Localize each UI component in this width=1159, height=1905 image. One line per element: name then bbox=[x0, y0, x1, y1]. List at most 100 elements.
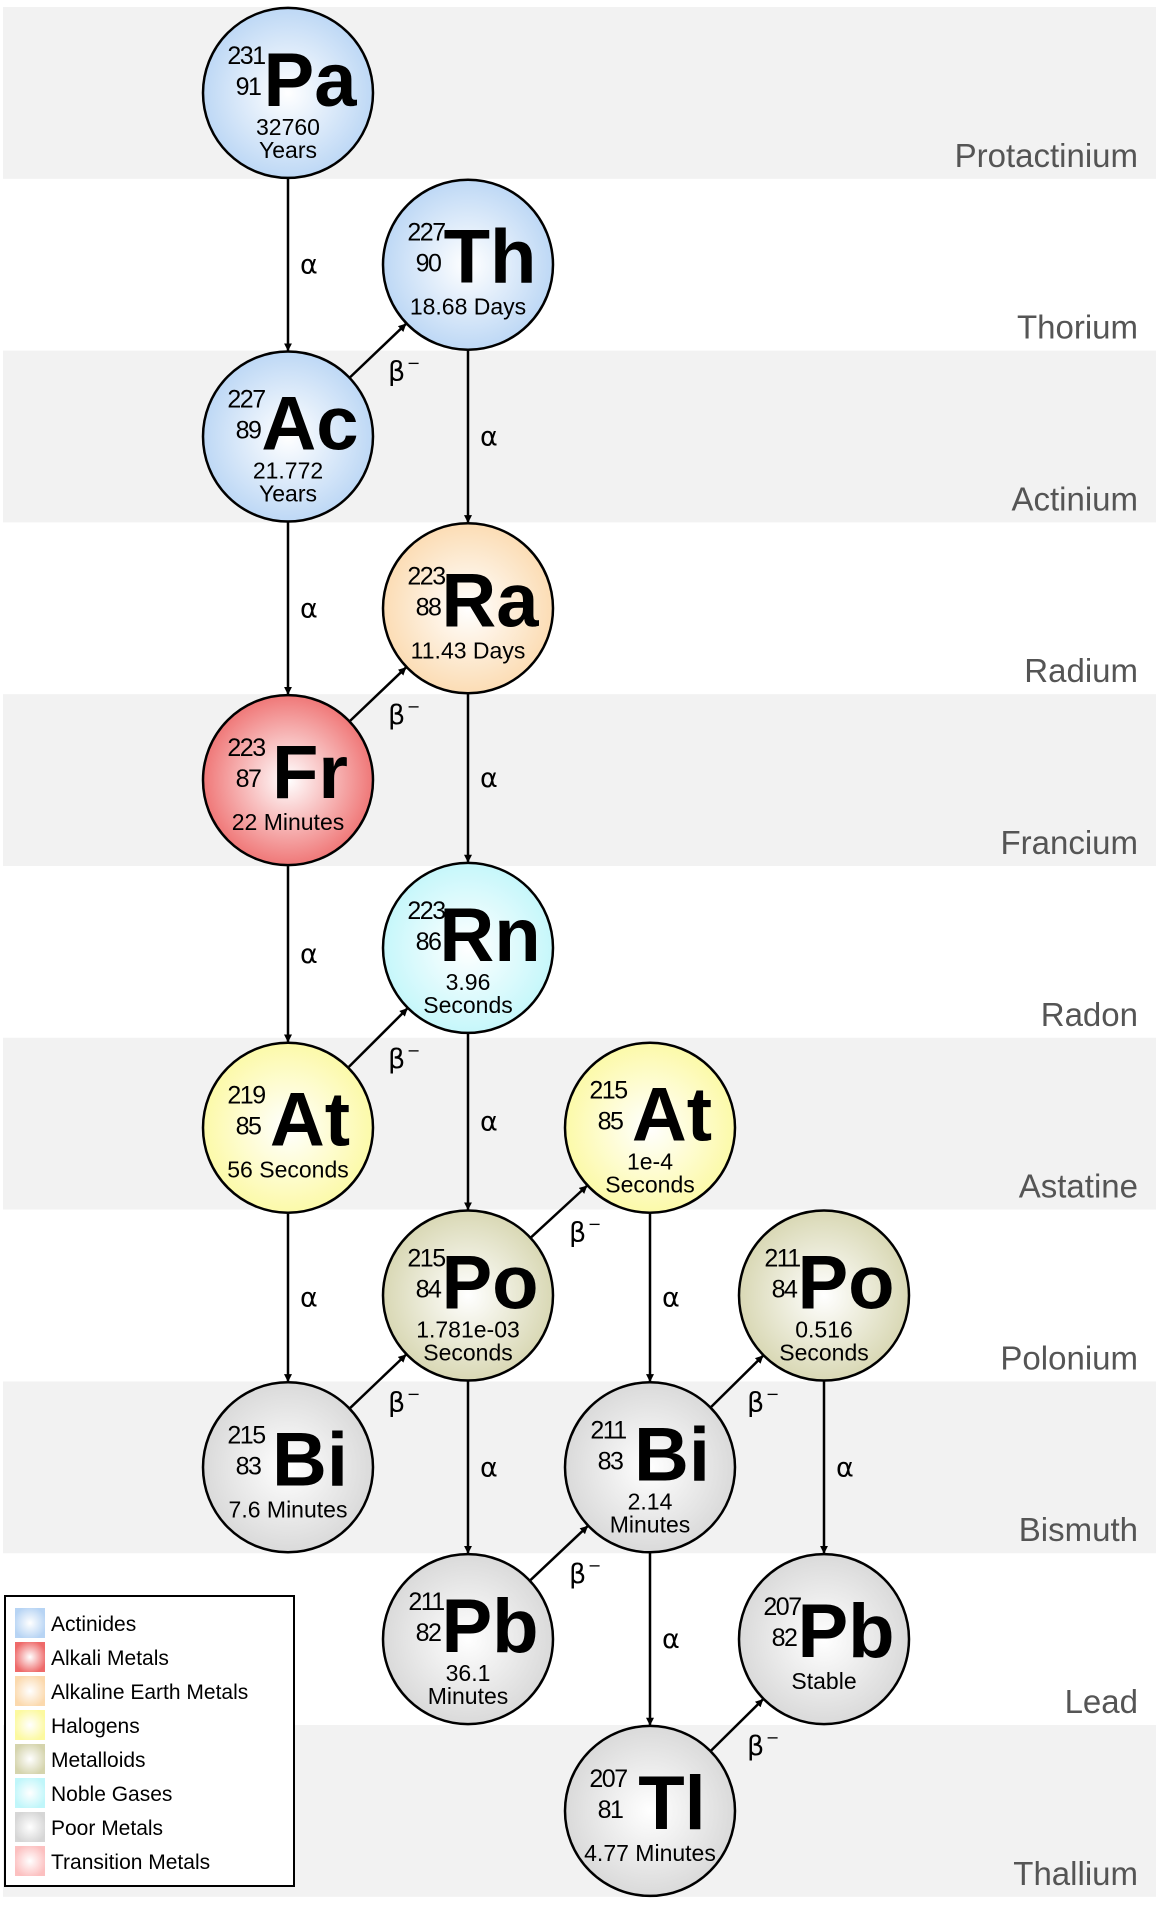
half-life: 1e-4 bbox=[627, 1149, 673, 1175]
nuclide-circle bbox=[381, 178, 555, 351]
alpha-label: α bbox=[662, 1283, 680, 1314]
element-symbol: At bbox=[270, 1078, 350, 1163]
element-symbol: Th bbox=[444, 215, 537, 300]
beta-sign: − bbox=[588, 1556, 601, 1575]
beta-label: β bbox=[388, 1387, 405, 1418]
band-label: Polonium bbox=[1000, 1339, 1138, 1376]
alpha-label: α bbox=[480, 1107, 498, 1138]
legend-item-noble: Noble Gases bbox=[15, 1778, 172, 1808]
atomic-number: 85 bbox=[236, 1113, 261, 1141]
half-life: Stable bbox=[791, 1668, 856, 1694]
band-label: Actinium bbox=[1011, 480, 1138, 517]
nuclide-circle bbox=[201, 1381, 375, 1554]
band-protactinium: Protactinium bbox=[3, 7, 1156, 179]
decay-alpha-at219-to-bi215: α bbox=[284, 1213, 318, 1383]
legend-label: Transition Metals bbox=[51, 1851, 210, 1874]
element-symbol: Po bbox=[797, 1241, 894, 1326]
decay-arrow bbox=[529, 1525, 589, 1581]
decay-alpha-bi211-to-tl207: α bbox=[646, 1553, 680, 1726]
legend-item-alkali: Alkali Metals bbox=[15, 1642, 169, 1672]
beta-sign: − bbox=[766, 1384, 779, 1403]
element-symbol: Ra bbox=[441, 558, 539, 643]
legend-label: Alkaline Earth Metals bbox=[51, 1681, 248, 1704]
beta-sign: − bbox=[588, 1215, 601, 1234]
half-life: Seconds bbox=[423, 1340, 513, 1366]
atomic-number: 83 bbox=[236, 1452, 261, 1480]
band-label: Francium bbox=[1000, 824, 1138, 861]
decay-alpha-po215-to-pb211: α bbox=[464, 1381, 498, 1554]
mass-number: 227 bbox=[227, 386, 265, 414]
beta-sign: − bbox=[766, 1728, 779, 1747]
beta-sign: − bbox=[407, 354, 420, 373]
alpha-label: α bbox=[836, 1452, 854, 1483]
mass-number: 207 bbox=[763, 1593, 801, 1621]
atomic-number: 84 bbox=[416, 1276, 442, 1304]
nuclide-circle bbox=[381, 1552, 555, 1726]
mass-number: 207 bbox=[589, 1765, 627, 1793]
decay-beta-pb211-to-bi211: β− bbox=[529, 1525, 601, 1590]
alpha-label: α bbox=[300, 939, 318, 970]
element-symbol: Pa bbox=[264, 38, 358, 123]
legend-item-alkaline: Alkaline Earth Metals bbox=[15, 1676, 248, 1706]
beta-label: β bbox=[388, 700, 405, 731]
decay-arrows: αβ−ααβ−ααβ−αβ−αβ−ααβ−β−ααβ− bbox=[284, 178, 854, 1762]
alpha-label: α bbox=[300, 250, 318, 281]
decay-arrow bbox=[347, 1007, 409, 1068]
legend-box bbox=[4, 1595, 295, 1887]
atomic-number: 87 bbox=[236, 765, 261, 793]
mass-number: 223 bbox=[407, 562, 445, 590]
half-life: 11.43 Days bbox=[411, 637, 526, 663]
band-label: Radon bbox=[1041, 996, 1138, 1033]
nuclide-circle bbox=[381, 1209, 555, 1382]
decay-arrow bbox=[349, 323, 407, 379]
half-life: 4.77 Minutes bbox=[584, 1840, 716, 1866]
mass-number: 211 bbox=[590, 1416, 626, 1444]
legend-item-halogen: Halogens bbox=[15, 1710, 140, 1740]
beta-label: β bbox=[388, 357, 405, 388]
nuclide-circle bbox=[737, 1552, 911, 1726]
decay-alpha-po211-to-pb207: α bbox=[820, 1381, 854, 1554]
mass-number: 227 bbox=[407, 219, 445, 247]
element-symbol: Bi bbox=[634, 1412, 710, 1497]
legend-item-metalloid: Metalloids bbox=[15, 1744, 146, 1774]
mass-number: 211 bbox=[764, 1245, 800, 1273]
band-label: Thorium bbox=[1017, 309, 1138, 346]
nuclide-circle bbox=[201, 350, 375, 523]
half-life: Seconds bbox=[423, 992, 513, 1018]
half-life: 32760 bbox=[256, 114, 320, 140]
beta-sign: − bbox=[407, 1041, 420, 1060]
decay-beta-at219-to-rn219: β− bbox=[347, 1007, 420, 1075]
mass-number: 223 bbox=[407, 897, 445, 925]
atomic-number: 91 bbox=[236, 73, 261, 101]
half-life: 0.516 bbox=[795, 1317, 853, 1343]
legend-item-poor: Poor Metals bbox=[15, 1812, 163, 1842]
alpha-label: α bbox=[300, 1283, 318, 1314]
legend-item-transition: Transition Metals bbox=[15, 1846, 210, 1876]
beta-label: β bbox=[747, 1387, 764, 1418]
decay-arrow bbox=[349, 1353, 407, 1409]
beta-label: β bbox=[388, 1044, 405, 1075]
nuclide-circle bbox=[201, 1041, 375, 1214]
atomic-number: 81 bbox=[598, 1796, 623, 1824]
decay-alpha-ac227-to-fr223: α bbox=[284, 522, 318, 695]
element-symbol: Tl bbox=[638, 1761, 706, 1846]
atomic-number: 90 bbox=[416, 250, 441, 278]
element-symbol: Fr bbox=[272, 730, 348, 815]
decay-alpha-fr223-to-at219: α bbox=[284, 866, 318, 1043]
band-label: Radium bbox=[1024, 652, 1138, 689]
mass-number: 219 bbox=[227, 1082, 265, 1110]
nuclide-circle bbox=[563, 1724, 737, 1898]
decay-alpha-at215-to-bi211: α bbox=[646, 1213, 680, 1383]
beta-sign: − bbox=[407, 1384, 420, 1403]
decay-arrow bbox=[710, 1355, 764, 1408]
band-polonium: Polonium bbox=[1000, 1339, 1138, 1376]
decay-alpha-ra223-to-rn219: α bbox=[464, 694, 498, 863]
mass-number: 231 bbox=[227, 42, 265, 70]
half-life: 21.772 bbox=[253, 458, 323, 484]
decay-arrow bbox=[530, 1185, 588, 1239]
